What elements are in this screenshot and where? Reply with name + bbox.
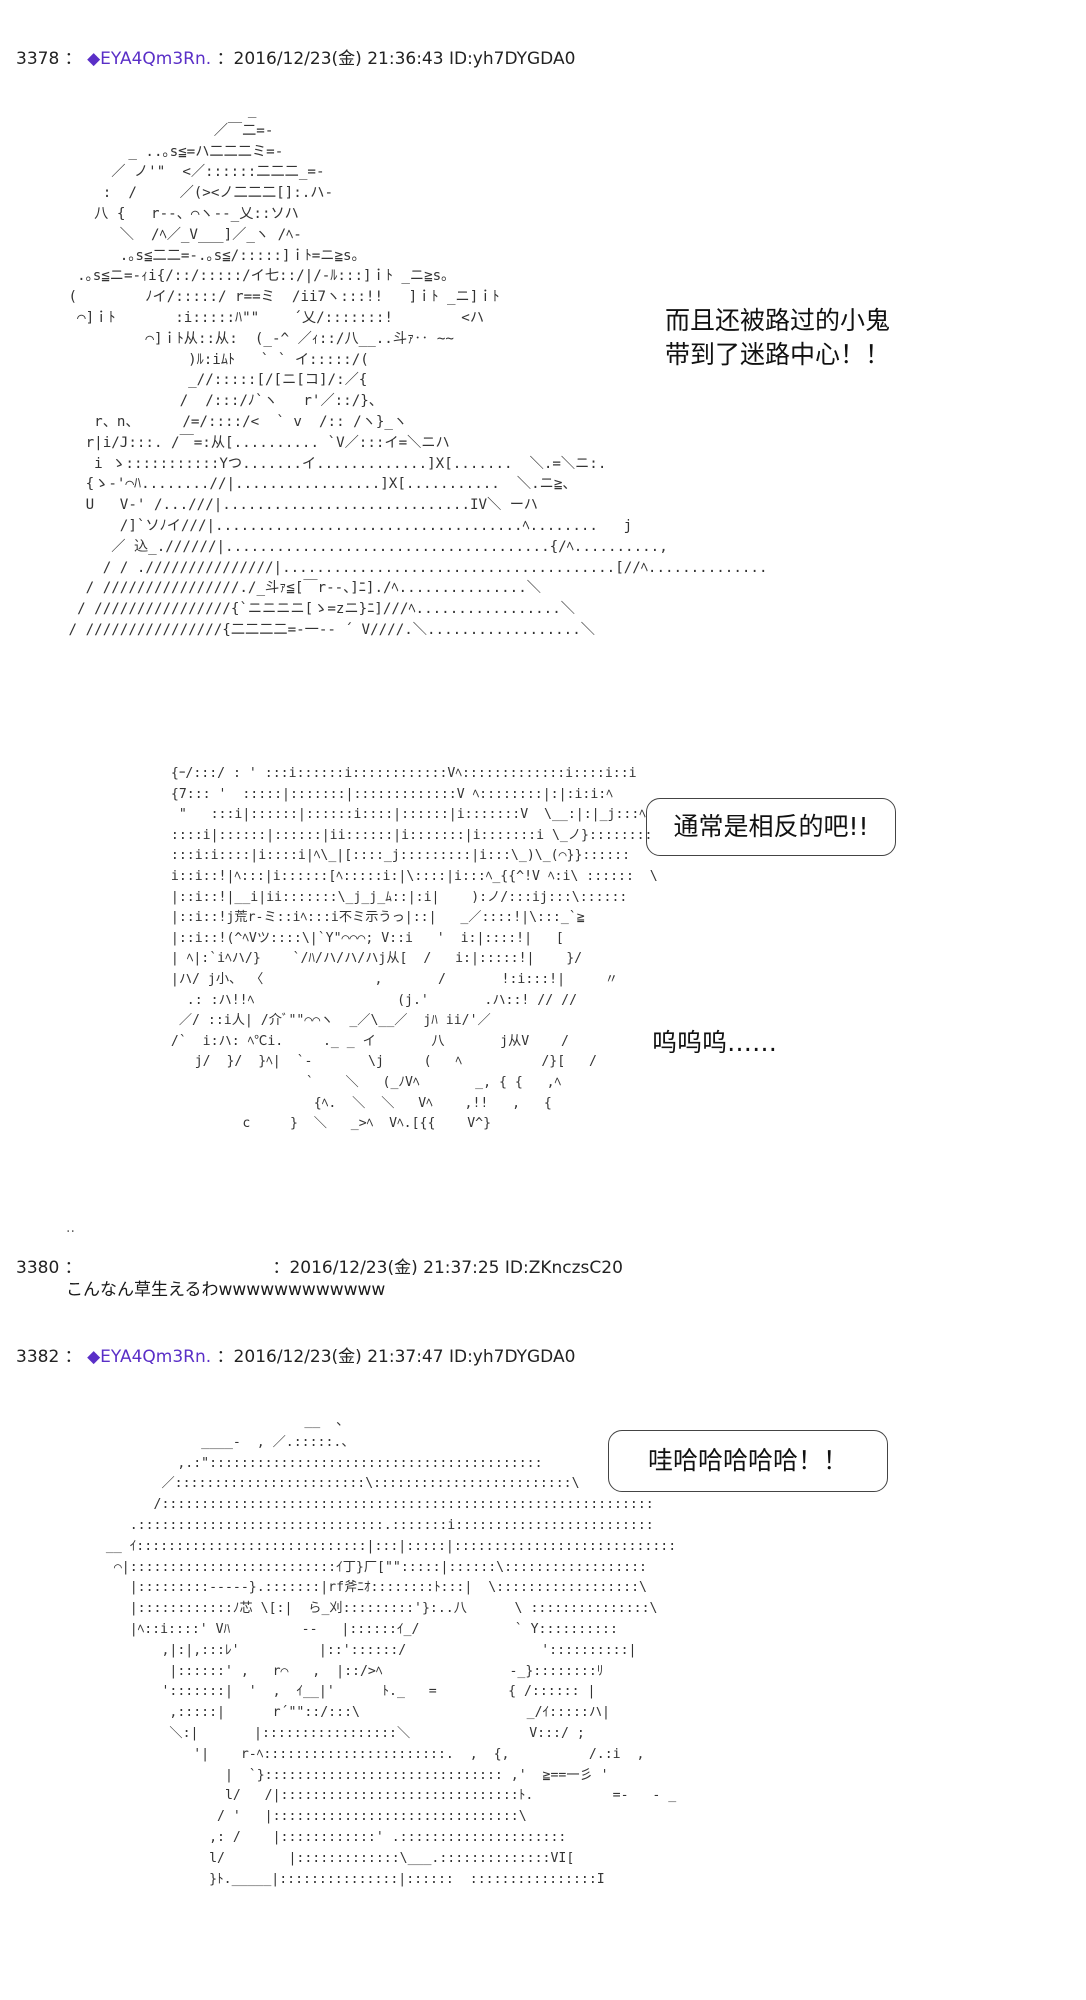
post-number: 3382 [16, 1347, 60, 1367]
post-header-3378: 3378 ： ◆EYA4Qm3Rn. ：2016/12/23(金) 21:36:… [16, 44, 575, 69]
post-header-3382: 3382 ： ◆EYA4Qm3Rn. ：2016/12/23(金) 21:37:… [16, 1342, 575, 1367]
post-meta: ：2016/12/23(金) 21:37:47 ID:yh7DYGDA0 [216, 1347, 576, 1367]
post-separator: ： [64, 49, 82, 69]
sob-text: 呜呜呜…… [652, 1028, 778, 1057]
post-number: 3378 [16, 49, 60, 69]
poster-trip[interactable]: ◆EYA4Qm3Rn. [87, 1347, 212, 1367]
ascii-art-girl-crying: {ｰ/:::/ : ' :::i::::::i::::::::::::Vﾍ:::… [170, 766, 658, 1132]
caption-line-1: 而且还被路过的小鬼 [665, 306, 891, 335]
speech-bubble-2: 哇哈哈哈哈哈！！ [608, 1430, 888, 1492]
post-header-3380: 3380 ： ：2016/12/23(金) 21:37:25 ID:ZKnczs… [16, 1253, 623, 1278]
caption-line-2: 带到了迷路中心！！ [665, 340, 891, 369]
speech-bubble-1: 通常是相反的吧!! [646, 798, 896, 856]
post-meta: ：2016/12/23(金) 21:37:25 ID:ZKnczsC20 [272, 1258, 623, 1278]
post-meta: ：2016/12/23(金) 21:36:43 ID:yh7DYGDA0 [216, 49, 576, 69]
ascii-art-wizard: _ ／￣二=- _ ..｡s≦=ハ二二二ミ=- ／ ノ'" <／::::::二二… [68, 102, 768, 638]
post-body-3380: こんなん草生えるわwwwwwwwwwwww [66, 1280, 386, 1300]
post-number: 3380 [16, 1258, 60, 1278]
post-separator: ： [64, 1258, 82, 1278]
divider-dots: .. [66, 1220, 75, 1236]
poster-trip[interactable]: ◆EYA4Qm3Rn. [87, 49, 212, 69]
post-separator: ： [64, 1347, 82, 1367]
ascii-art-girl-laughing: __ 、 ____- , ／.:::::.、 ,.:":::::::::::::… [105, 1414, 677, 1887]
